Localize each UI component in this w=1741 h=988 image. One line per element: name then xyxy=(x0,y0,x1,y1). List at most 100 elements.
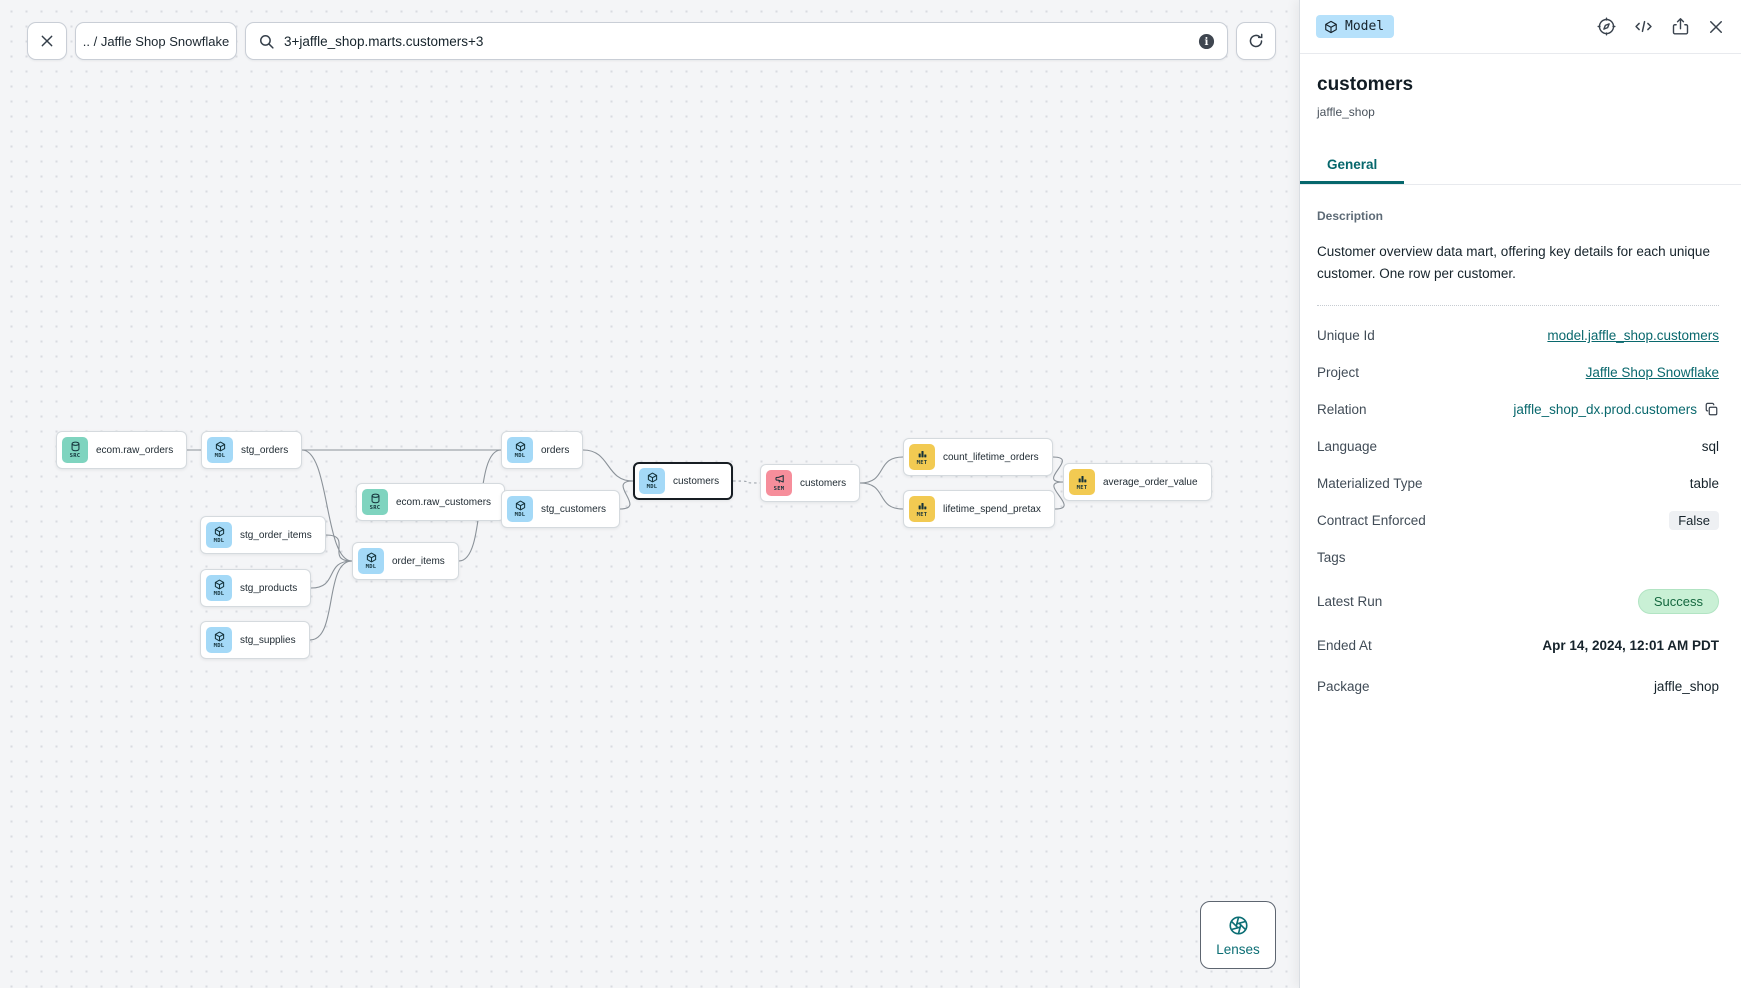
bar-chart-icon: MET xyxy=(1069,469,1095,495)
cube-icon: MDL xyxy=(206,627,232,653)
field-value-unique-id[interactable]: model.jaffle_shop.customers xyxy=(1547,328,1719,343)
field-value-relation: jaffle_shop_dx.prod.customers xyxy=(1513,402,1719,417)
node-label: count_lifetime_orders xyxy=(943,451,1039,463)
field-value-project[interactable]: Jaffle Shop Snowflake xyxy=(1585,365,1719,380)
code-icon[interactable] xyxy=(1633,16,1654,37)
field-row-tags: Tags xyxy=(1317,546,1719,569)
lenses-aperture-icon xyxy=(1227,914,1250,937)
field-row-latest-run: Latest Run Success xyxy=(1317,589,1719,614)
copy-icon[interactable] xyxy=(1704,402,1719,417)
panel-header: Model xyxy=(1300,0,1741,54)
field-value-package: jaffle_shop xyxy=(1653,679,1719,694)
field-label-tags: Tags xyxy=(1317,550,1346,565)
dag-node-ecom_raw_orders[interactable]: SRC ecom.raw_orders xyxy=(56,431,188,469)
search-icon xyxy=(258,33,275,50)
divider xyxy=(1317,305,1719,306)
panel-tabs: General xyxy=(1300,145,1741,185)
dag-edge-orders-to-customers xyxy=(582,449,634,482)
node-label: stg_order_items xyxy=(240,529,312,541)
dag-node-average_order_value[interactable]: MET average_order_value xyxy=(1063,463,1212,501)
cube-icon: MDL xyxy=(507,496,533,522)
node-label: orders xyxy=(541,444,570,456)
dag-edge-customers_sem-to-lifetime_spend_pretax xyxy=(859,482,904,510)
refresh-icon xyxy=(1247,32,1265,50)
field-value-language: sql xyxy=(1701,439,1719,454)
field-label-relation: Relation xyxy=(1317,402,1367,417)
field-value-materialized-type: table xyxy=(1689,476,1719,491)
panel-header-actions xyxy=(1596,16,1725,37)
node-label: customers xyxy=(800,477,847,489)
page-title: customers xyxy=(1317,74,1414,95)
info-icon[interactable]: i xyxy=(1198,33,1215,50)
cube-icon: MDL xyxy=(639,468,665,494)
field-row-relation: Relation jaffle_shop_dx.prod.customers xyxy=(1317,398,1719,421)
dag-edge-stg_order_items-to-order_items xyxy=(325,534,353,562)
field-row-contract-enforced: Contract Enforced False xyxy=(1317,509,1719,532)
lineage-search-box: i xyxy=(245,22,1228,60)
cube-icon: MDL xyxy=(206,575,232,601)
close-icon xyxy=(39,33,55,49)
search-input[interactable] xyxy=(284,33,1189,49)
field-label-unique-id: Unique Id xyxy=(1317,328,1375,343)
dag-node-stg_order_items[interactable]: MDL stg_order_items xyxy=(200,516,326,554)
field-label-ended-at: Ended At xyxy=(1317,638,1372,653)
explore-compass-icon[interactable] xyxy=(1596,16,1617,37)
field-label-package: Package xyxy=(1317,679,1370,694)
dag-node-stg_orders[interactable]: MDL stg_orders xyxy=(201,431,303,469)
breadcrumb[interactable]: .. / Jaffle Shop Snowflake xyxy=(75,22,237,60)
resource-type-label: Model xyxy=(1345,19,1385,34)
cube-icon xyxy=(1324,20,1338,34)
field-label-project: Project xyxy=(1317,365,1360,380)
tab-general[interactable]: General xyxy=(1300,145,1405,184)
bar-chart-icon: MET xyxy=(909,444,935,470)
field-row-materialized-type: Materialized Type table xyxy=(1317,472,1719,495)
node-label: stg_orders xyxy=(241,444,289,456)
field-row-unique-id: Unique Id model.jaffle_shop.customers xyxy=(1317,324,1719,347)
cube-icon: MDL xyxy=(206,522,232,548)
close-lineage-button[interactable] xyxy=(27,22,67,60)
svg-text:i: i xyxy=(1205,36,1209,48)
dag-edge-stg_supplies-to-order_items xyxy=(309,560,353,641)
field-label-latest-run: Latest Run xyxy=(1317,594,1383,609)
cube-icon: MDL xyxy=(507,437,533,463)
dag-node-count_lifetime_orders[interactable]: MET count_lifetime_orders xyxy=(903,438,1053,476)
field-value-ended-at: Apr 14, 2024, 12:01 AM PDT xyxy=(1542,638,1719,653)
dag-edge-stg_customers-to-customers xyxy=(619,480,634,510)
bar-chart-icon: MET xyxy=(909,496,935,522)
node-label: average_order_value xyxy=(1103,476,1198,488)
field-row-project: Project Jaffle Shop Snowflake xyxy=(1317,361,1719,384)
cube-icon: MDL xyxy=(358,548,384,574)
node-label: ecom.raw_orders xyxy=(96,444,174,456)
package-subtitle: jaffle_shop xyxy=(1317,105,1375,119)
dag-edge-customers-to-customers_sem xyxy=(732,480,761,484)
field-row-package: Package jaffle_shop xyxy=(1317,675,1719,698)
field-value-relation: jaffle_shop_dx.prod.customers xyxy=(1513,402,1697,417)
dag-node-orders[interactable]: MDL orders xyxy=(501,431,584,469)
dag-node-stg_customers[interactable]: MDL stg_customers xyxy=(501,490,621,528)
node-label: order_items xyxy=(392,555,445,567)
database-icon: SRC xyxy=(62,437,88,463)
status-badge: Success xyxy=(1637,589,1719,614)
close-panel-icon[interactable] xyxy=(1707,18,1725,36)
field-label-materialized-type: Materialized Type xyxy=(1317,476,1423,491)
node-label: stg_customers xyxy=(541,503,607,515)
dag-node-order_items[interactable]: MDL order_items xyxy=(352,542,459,580)
share-icon[interactable] xyxy=(1670,16,1691,37)
cube-icon: MDL xyxy=(207,437,233,463)
field-value-contract-enforced: False xyxy=(1669,511,1719,530)
megaphone-icon: SEM xyxy=(766,470,792,496)
database-icon: SRC xyxy=(362,489,388,515)
lenses-button[interactable]: Lenses xyxy=(1200,901,1276,969)
lenses-label: Lenses xyxy=(1216,941,1260,957)
dag-node-customers_sem[interactable]: SEM customers xyxy=(760,464,861,502)
field-label-contract-enforced: Contract Enforced xyxy=(1317,513,1426,528)
refresh-button[interactable] xyxy=(1236,22,1276,60)
